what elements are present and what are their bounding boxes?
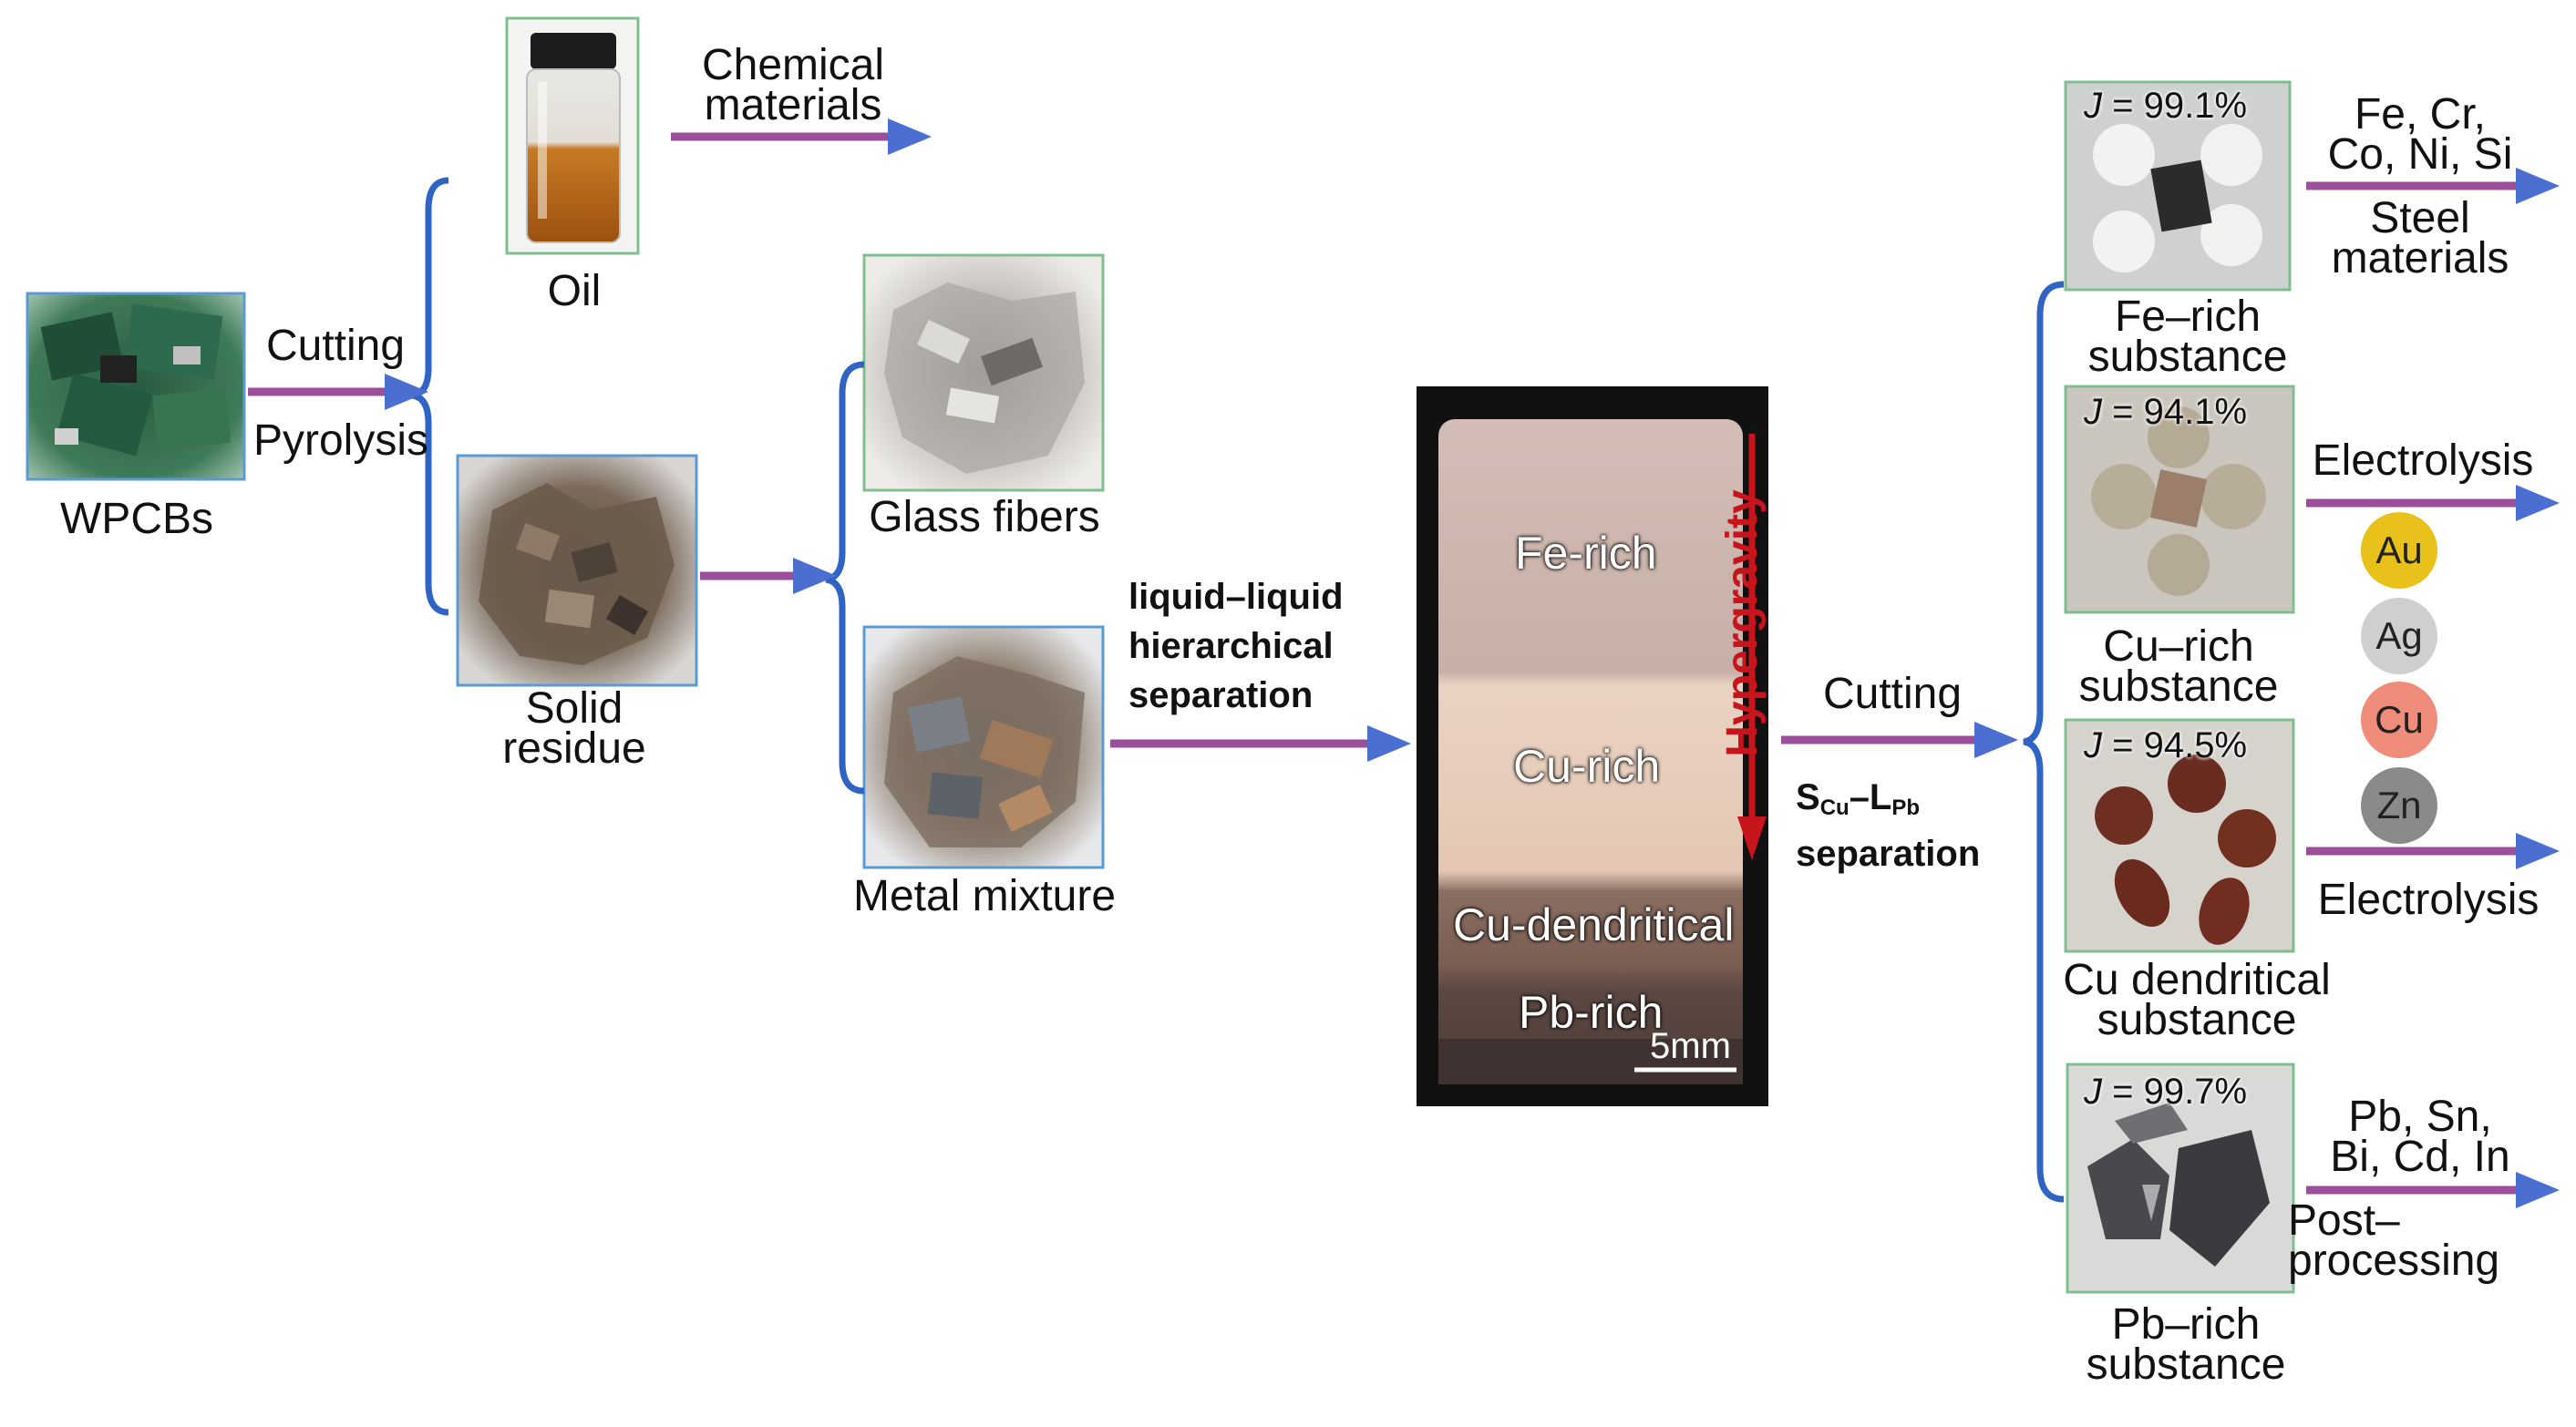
layer-cu-rich: Cu-rich <box>1513 741 1661 792</box>
sep-l-sub: Pb <box>1891 796 1921 820</box>
j-value-fe: J = 99.1% <box>2084 86 2248 126</box>
fe-rich-photo <box>2064 80 2292 292</box>
arrow-pb-to-postprocessing <box>2306 1172 2560 1208</box>
wpcbs-label: WPCBs <box>60 495 213 543</box>
j-value-cu-dendritical: J = 94.5% <box>2084 725 2248 765</box>
sep-dash: –L <box>1849 777 1892 817</box>
scale-bar-label: 5mm <box>1650 1026 1731 1066</box>
glass-fibers-photo <box>862 253 1105 492</box>
arrow-wpcbs-to-pyrolysis <box>248 374 428 410</box>
post-processing-label: Post– processing <box>2288 1196 2500 1285</box>
pb-outputs-label: Pb, Sn, Bi, Cd, In <box>2330 1093 2510 1181</box>
electrolysis-label-1: Electrolysis <box>2312 436 2534 485</box>
pb-rich-photo <box>2066 1063 2295 1294</box>
brace-products <box>2023 281 2065 1203</box>
arrow-fe-to-steel <box>2306 168 2560 204</box>
arrow-mixture-to-sample <box>1110 725 1411 762</box>
cutting-label-2: Cutting <box>1822 670 1963 718</box>
sep-word: separation <box>1796 834 1981 874</box>
separation-method-label: liquid–liquid hierarchical separation <box>1128 577 1344 715</box>
layer-fe-rich: Fe-rich <box>1515 528 1657 579</box>
au-coin: Au <box>2361 512 2437 589</box>
arrow-residue-to-fractions <box>700 558 837 594</box>
solid-residue-photo <box>456 454 698 687</box>
electrolysis-label-2: Electrolysis <box>2317 876 2540 924</box>
cu-coin: Cu <box>2361 682 2437 758</box>
metal-mixture-photo <box>862 625 1105 869</box>
oil-label: Oil <box>547 267 602 315</box>
arrow-sample-to-products <box>1781 722 2018 758</box>
metal-mixture-label: Metal mixture <box>852 872 1117 920</box>
arrow-cu-electrolysis <box>2306 485 2560 521</box>
ag-coin: Ag <box>2361 598 2437 674</box>
j-value-cu: J = 94.1% <box>2084 392 2248 432</box>
arrow-oil-to-chemicals <box>671 118 932 155</box>
chemical-materials-label: Chemical materials <box>701 41 885 129</box>
cu-dendritical-substance-label: Cu dendritical substance <box>2063 956 2331 1044</box>
hypergravity-sample-photo <box>1417 386 1768 1106</box>
scu-lpb-separation-label: SCu–LPb separation <box>1796 775 1980 877</box>
cu-dendritical-photo <box>2064 718 2295 953</box>
sep-s: S <box>1796 777 1820 817</box>
j-value-pb: J = 99.7% <box>2084 1072 2248 1112</box>
flow-arrows <box>248 118 2560 1208</box>
fe-outputs-label: Fe, Cr, Co, Ni, Si <box>2327 90 2513 179</box>
cu-rich-photo <box>2064 385 2295 614</box>
solid-residue-label: Solid residue <box>502 684 646 773</box>
steel-materials-label: Steel materials <box>2331 194 2509 282</box>
pyrolysis-label: Pyrolysis <box>252 416 429 465</box>
glass-fibers-label: Glass fibers <box>869 493 1100 541</box>
cu-rich-substance-label: Cu–rich substance <box>2078 622 2279 711</box>
sep-s-sub: Cu <box>1819 796 1850 820</box>
hypergravity-label: Hypergravity <box>1718 489 1767 757</box>
hypergravity-arrow <box>1737 434 1767 860</box>
layer-pb-rich: Pb-rich <box>1519 987 1664 1038</box>
wpcbs-photo <box>26 292 246 481</box>
layer-cu-dendritical: Cu-dendritical <box>1453 899 1735 950</box>
arrow-dendritic-electrolysis <box>2306 833 2560 869</box>
oil-photo <box>505 16 640 255</box>
fe-rich-substance-label: Fe–rich substance <box>2087 293 2288 381</box>
zn-coin: Zn <box>2361 767 2437 844</box>
cutting-label-1: Cutting <box>265 322 406 370</box>
pb-rich-substance-label: Pb–rich substance <box>2086 1300 2286 1389</box>
